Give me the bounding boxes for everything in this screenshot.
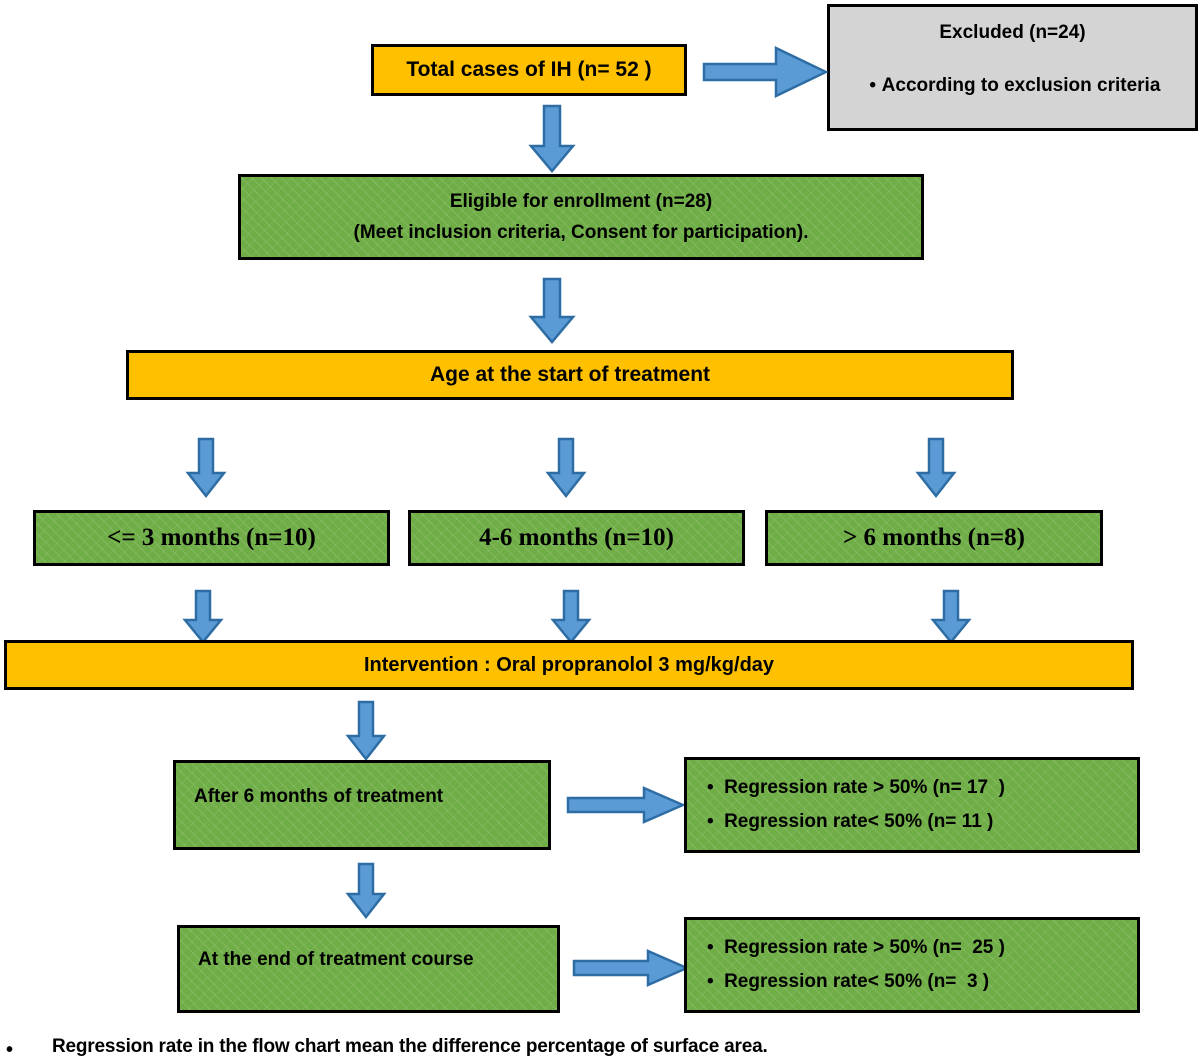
node-age-group-3-label: > 6 months (n=8): [843, 524, 1025, 552]
node-eligible-line-2: (Meet inclusion criteria, Consent for pa…: [353, 221, 809, 243]
arrow-age-to-group-1: [185, 437, 227, 499]
node-age-at-start-label: Age at the start of treatment: [429, 362, 711, 386]
arrow-group-1-to-intervention: [182, 589, 224, 645]
node-after-6-months-label: After 6 months of treatment: [194, 786, 444, 807]
node-end-of-course[interactable]: At the end of treatment course: [177, 925, 560, 1013]
node-excluded[interactable]: Excluded (n=24) According to exclusion c…: [827, 4, 1198, 131]
arrow-after6-to-results: [566, 785, 686, 825]
node-end-of-course-results[interactable]: Regression rate > 50% (n= 25 ) Regressio…: [684, 917, 1140, 1013]
node-end-of-course-label: At the end of treatment course: [198, 949, 474, 970]
arrow-total-to-excluded: [702, 44, 828, 100]
node-age-at-start[interactable]: Age at the start of treatment: [126, 350, 1014, 400]
arrow-age-to-group-3: [915, 437, 957, 499]
node-total-cases-label: Total cases of IH (n= 52 ): [406, 57, 652, 81]
node-after-6-months-result-1: Regression rate< 50% (n= 11 ): [707, 810, 993, 834]
arrow-age-to-group-2: [545, 437, 587, 499]
arrow-end-course-to-results: [572, 948, 690, 988]
node-end-of-course-result-0: Regression rate > 50% (n= 25 ): [707, 936, 1005, 960]
footnote-bullet-icon: •: [6, 1039, 14, 1061]
node-excluded-bullet-0: According to exclusion criteria: [865, 74, 1161, 98]
arrow-after6-to-end-course: [345, 862, 387, 920]
node-excluded-heading: Excluded (n=24): [939, 22, 1086, 43]
node-intervention-label: Intervention : Oral propranolol 3 mg/kg/…: [363, 653, 775, 676]
node-after-6-months-result-0: Regression rate > 50% (n= 17 ): [707, 776, 1005, 800]
footnote-text: Regression rate in the flow chart mean t…: [52, 1036, 768, 1057]
node-end-of-course-result-1: Regression rate< 50% (n= 3 ): [707, 970, 989, 994]
arrow-intervention-to-after6: [345, 700, 387, 762]
node-age-group-2[interactable]: 4-6 months (n=10): [408, 510, 745, 566]
arrow-group-3-to-intervention: [930, 589, 972, 645]
node-age-group-1-label: <= 3 months (n=10): [107, 524, 316, 552]
node-after-6-months-results[interactable]: Regression rate > 50% (n= 17 ) Regressio…: [684, 757, 1140, 853]
node-after-6-months[interactable]: After 6 months of treatment: [173, 760, 551, 850]
arrow-eligible-to-age: [528, 277, 576, 345]
node-age-group-1[interactable]: <= 3 months (n=10): [33, 510, 390, 566]
node-age-group-2-label: 4-6 months (n=10): [479, 524, 674, 552]
node-age-group-3[interactable]: > 6 months (n=8): [765, 510, 1103, 566]
node-eligible[interactable]: Eligible for enrollment (n=28) (Meet inc…: [238, 174, 924, 260]
arrow-group-2-to-intervention: [550, 589, 592, 645]
node-intervention[interactable]: Intervention : Oral propranolol 3 mg/kg/…: [4, 640, 1134, 690]
node-eligible-line-1: Eligible for enrollment (n=28): [449, 190, 713, 212]
arrow-total-to-eligible: [528, 104, 576, 174]
node-total-cases[interactable]: Total cases of IH (n= 52 ): [371, 44, 687, 96]
footnote: • Regression rate in the flow chart mean…: [6, 1036, 1106, 1060]
